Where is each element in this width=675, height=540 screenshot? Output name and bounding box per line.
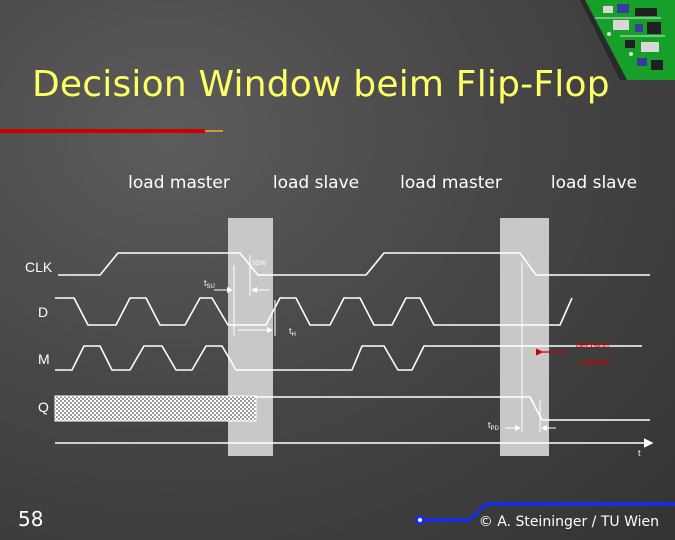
signal-label-clk: CLK: [25, 259, 53, 275]
title-underline-red: [0, 129, 205, 133]
signal-label-q: Q: [38, 399, 49, 415]
page-number: 58: [18, 507, 44, 531]
circuit-board-icon: [580, 0, 675, 80]
sdw-label: SDW: [252, 261, 266, 267]
m-trace: [55, 345, 642, 371]
phase-label-3: load master: [400, 173, 502, 193]
phase-label-4: load slave: [550, 173, 638, 193]
d-trace: [55, 297, 573, 326]
time-axis-label: t: [638, 448, 641, 458]
signal-label-m: M: [38, 351, 50, 367]
tpd-label: tPD: [488, 420, 500, 432]
decision-window-label-1: decision: [576, 340, 609, 350]
clk-trace: [58, 252, 650, 276]
slide-title: Decision Window beim Flip-Flop: [32, 64, 610, 105]
phase-label-1: load master: [128, 173, 230, 193]
th-label: tH: [289, 326, 296, 338]
phase-label-2: load slave: [272, 173, 360, 193]
tsu-label: tSU: [204, 278, 215, 290]
decision-window-label-2: window: [578, 357, 610, 367]
title-underline-tail: [205, 130, 223, 132]
copyright-text: © A. Steininger / TU Wien: [478, 514, 659, 530]
q-trace: [256, 396, 650, 421]
accent-line-diagonal: [468, 502, 488, 522]
q-unknown-hatched: [54, 395, 257, 422]
signal-label-d: D: [38, 304, 49, 320]
